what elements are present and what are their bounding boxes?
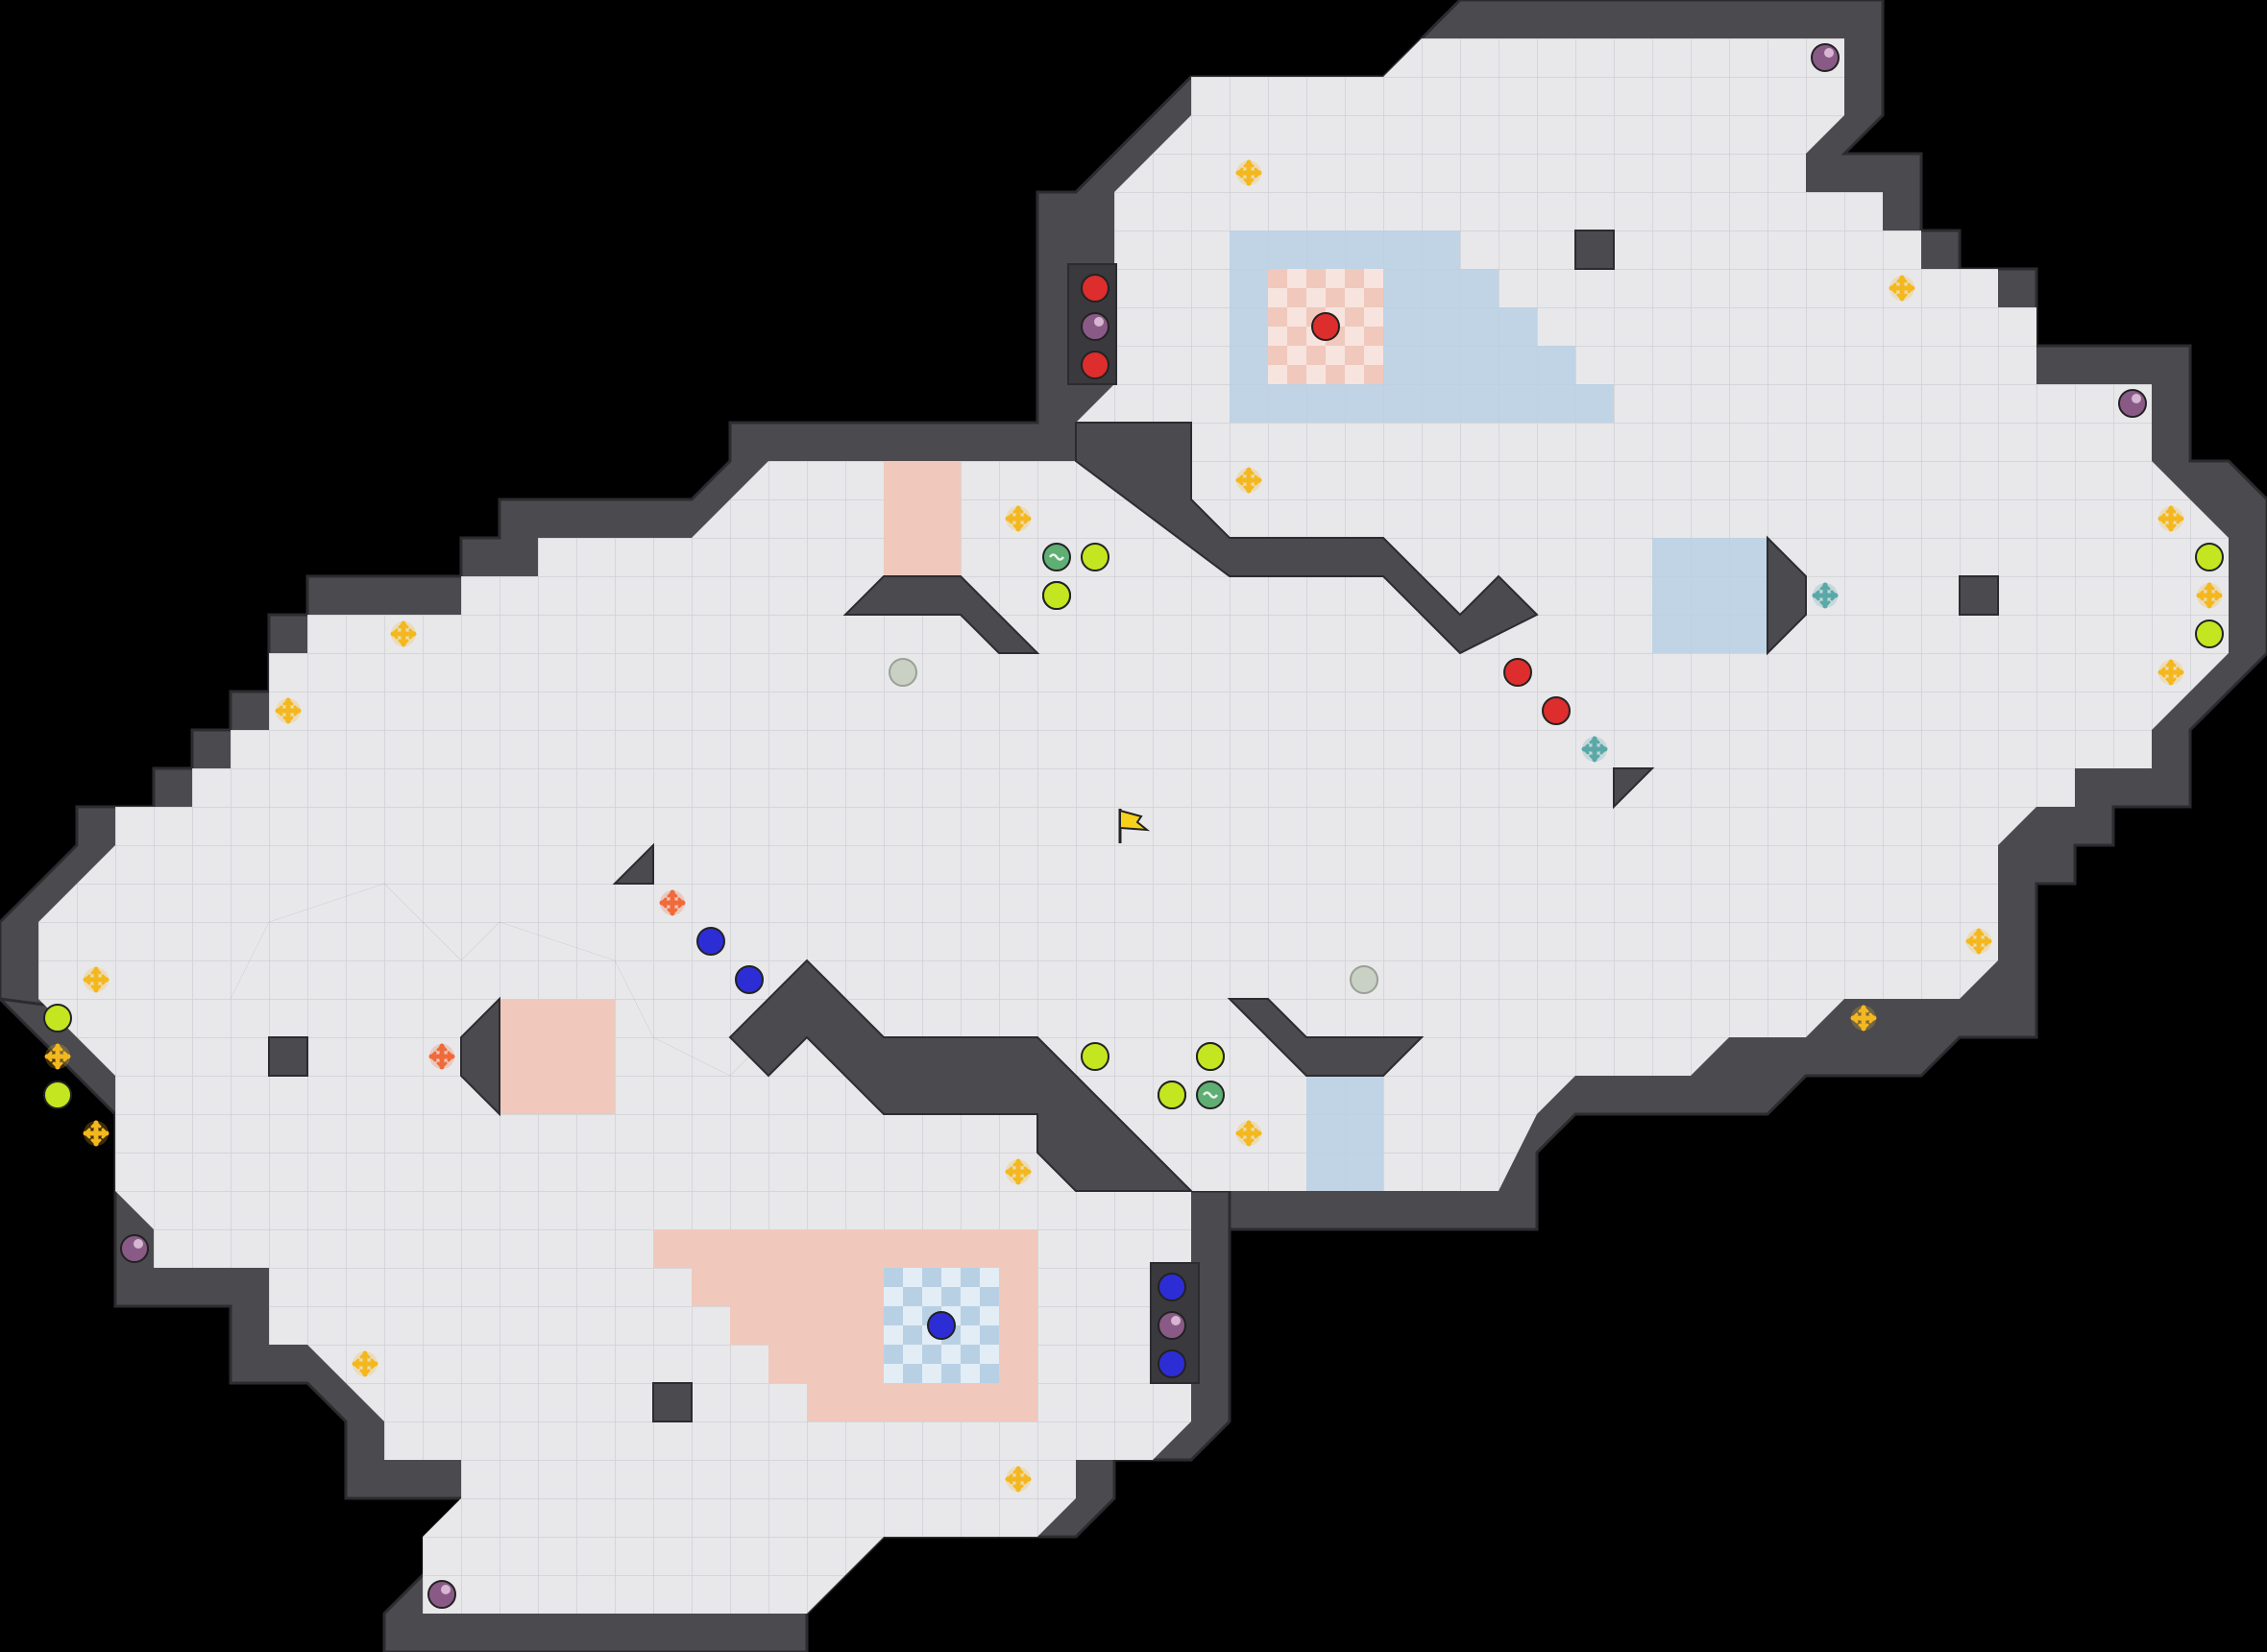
red-boost-icon bbox=[428, 1043, 455, 1070]
bomb-icon bbox=[2195, 543, 2224, 571]
bomb-icon bbox=[43, 1081, 72, 1109]
wedge-right bbox=[1767, 535, 1807, 656]
boost-icon bbox=[1889, 275, 1915, 302]
bomb-icon bbox=[1042, 581, 1071, 610]
powerup-icon bbox=[2118, 389, 2147, 418]
wall-divider-bottom bbox=[728, 959, 1194, 1192]
blue-zone-upper-stairs bbox=[1460, 269, 1614, 423]
boost-icon bbox=[1005, 505, 1032, 532]
blue-boost-icon bbox=[1812, 582, 1839, 609]
red-zone-left bbox=[500, 999, 615, 1114]
wall-block-3 bbox=[268, 1036, 308, 1077]
items-layer bbox=[43, 43, 2224, 1609]
powerup-icon bbox=[1081, 312, 1109, 341]
powerup-icon bbox=[427, 1580, 456, 1609]
red-team-ball bbox=[1081, 351, 1109, 379]
bomb-icon bbox=[1158, 1081, 1186, 1109]
floor-lower-room bbox=[38, 884, 1191, 1614]
red-zone-top bbox=[884, 461, 961, 576]
boost-icon bbox=[352, 1350, 378, 1377]
blue-team-ball bbox=[1158, 1349, 1186, 1378]
blue-team-ball bbox=[696, 927, 725, 956]
blue-boost-icon bbox=[1581, 736, 1608, 763]
bomb-icon bbox=[43, 1004, 72, 1032]
floor-upper-room bbox=[38, 38, 2229, 1191]
blue-zone-bottom bbox=[1306, 1076, 1383, 1191]
triangle-center-left bbox=[612, 842, 654, 885]
neutral-flag-icon[interactable] bbox=[1118, 809, 1151, 843]
powerup-icon bbox=[1811, 43, 1840, 72]
boost-icon bbox=[1235, 159, 1262, 186]
gate-button-1 bbox=[889, 658, 917, 687]
boost-icon bbox=[1850, 1005, 1877, 1032]
bomb-icon bbox=[2195, 620, 2224, 648]
boost-icon bbox=[2196, 582, 2223, 609]
boost-icon bbox=[2157, 505, 2184, 532]
boost-icon bbox=[1005, 1158, 1032, 1185]
boost-icon bbox=[1005, 1466, 1032, 1493]
boost-icon bbox=[83, 1120, 110, 1147]
red-team-ball bbox=[1081, 274, 1109, 303]
barrier-top bbox=[842, 575, 1040, 654]
blue-team-ball bbox=[735, 965, 764, 994]
blue-team-ball bbox=[927, 1311, 956, 1340]
wall-block-4 bbox=[652, 1382, 693, 1422]
red-team-ball bbox=[1542, 696, 1571, 725]
wall-block-2 bbox=[1959, 575, 1999, 616]
boost-icon bbox=[2157, 659, 2184, 686]
barrier-bottom bbox=[1227, 998, 1425, 1077]
bomb-icon bbox=[1196, 1042, 1225, 1071]
boost-icon bbox=[83, 966, 110, 993]
boost-icon bbox=[390, 620, 417, 647]
spike-trap-icon bbox=[1196, 1081, 1225, 1109]
boost-icon bbox=[1235, 467, 1262, 494]
blue-team-ball bbox=[1158, 1273, 1186, 1301]
boost-icon bbox=[275, 697, 302, 724]
powerup-icon bbox=[120, 1234, 149, 1263]
bomb-icon bbox=[1081, 1042, 1109, 1071]
powerup-icon bbox=[1158, 1311, 1186, 1340]
boost-icon bbox=[1965, 928, 1992, 955]
wall-block-1 bbox=[1574, 230, 1615, 270]
triangle-center-right bbox=[1613, 767, 1655, 810]
wall-divider-top bbox=[1075, 422, 1539, 655]
spike-trap-icon bbox=[1042, 543, 1071, 571]
red-boost-icon bbox=[659, 889, 686, 916]
bomb-icon bbox=[1081, 543, 1109, 571]
floor-layer bbox=[38, 38, 2229, 1614]
gate-button-2 bbox=[1350, 965, 1378, 994]
boost-icon bbox=[1235, 1120, 1262, 1147]
boost-icon bbox=[44, 1043, 71, 1070]
blue-zone-right bbox=[1652, 538, 1767, 653]
button-layer bbox=[889, 658, 1378, 994]
red-team-ball bbox=[1503, 658, 1532, 687]
wedge-left bbox=[460, 996, 500, 1117]
red-team-ball bbox=[1311, 312, 1340, 341]
